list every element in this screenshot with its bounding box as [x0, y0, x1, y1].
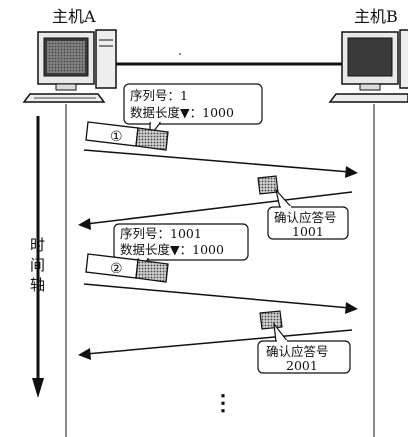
host-a-label: 主机A: [52, 7, 96, 26]
ack-1-arrow: [78, 191, 353, 230]
segment-1-length-label: 数据长度▼：1000: [130, 105, 234, 120]
segment-2-length-label: 数据长度▼：1000: [120, 242, 224, 257]
host-b-label: 主机B: [354, 7, 398, 26]
ack-2-callout: [257, 321, 351, 374]
time-axis-char-2: 间: [30, 256, 45, 274]
ack-1-number: 1001: [292, 224, 324, 239]
segment-1-packet: [85, 121, 169, 151]
continuation-dots: ⋮: [212, 390, 234, 416]
ack-2-arrow: [78, 329, 353, 360]
segment-2-seq-label: 序列号：1001: [120, 226, 202, 241]
segment-2-packet: [85, 253, 169, 283]
host-b-computer-icon: [328, 29, 408, 103]
time-axis-char-1: 时: [30, 236, 45, 254]
time-axis-arrow: [32, 116, 44, 398]
ack-1-callout: [267, 187, 349, 240]
host-a-computer-icon: [22, 29, 117, 103]
ack-2-label: 确认应答号: [266, 344, 329, 359]
segment-2-data-arrow: [83, 283, 358, 314]
ack-1-label: 确认应答号: [274, 210, 337, 225]
time-axis-char-3: 轴: [30, 276, 45, 294]
ack-2-number: 2001: [286, 358, 318, 373]
segment-2-number: ②: [110, 261, 123, 277]
segment-1-data-arrow: [83, 149, 358, 178]
segment-1-number: ①: [110, 129, 123, 145]
segment-1-seq-label: 序列号：1: [130, 88, 188, 103]
ack-1-packet: [257, 175, 279, 195]
ack-2-packet: [259, 310, 283, 330]
